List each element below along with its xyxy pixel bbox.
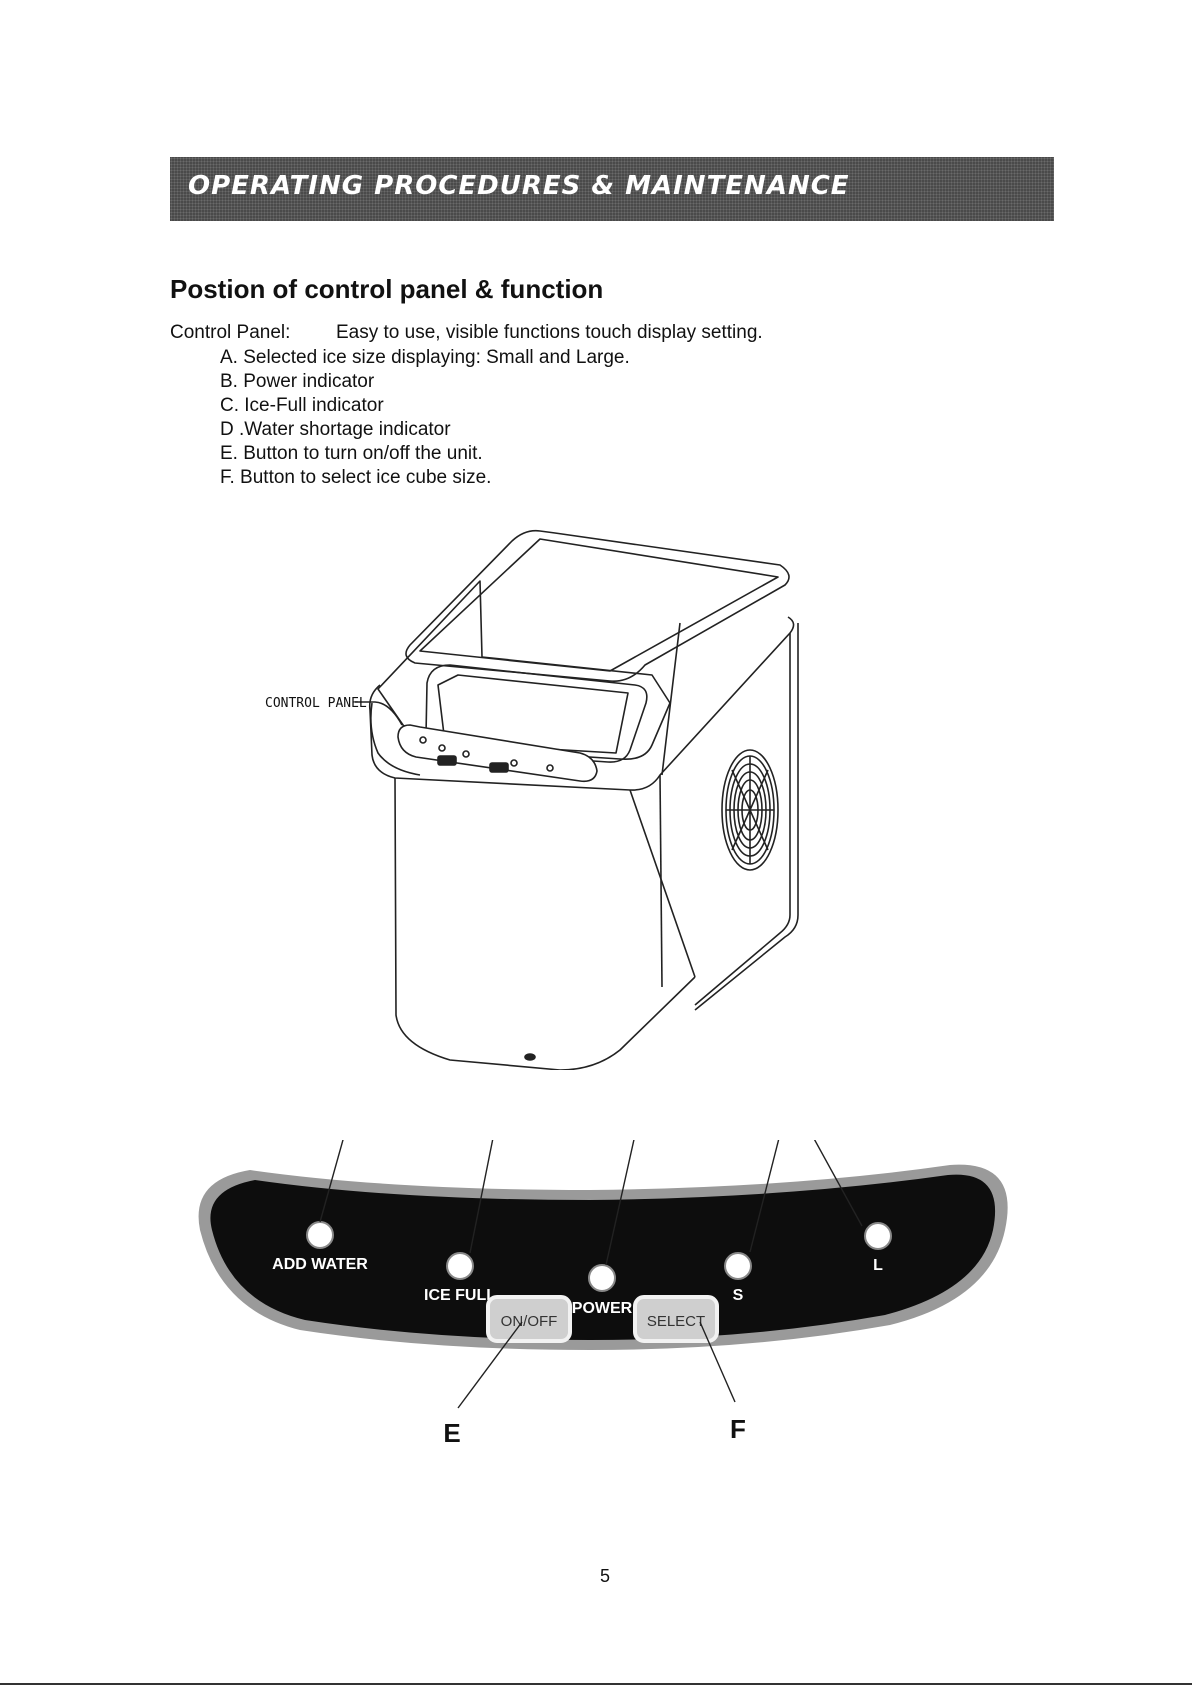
section-heading: Postion of control panel & function [170,274,604,304]
control-panel-diagram: ADD WATER ICE FULL POWER S L ON/OFF SELE… [198,1140,1008,1448]
list-item: D .Water shortage indicator [220,419,451,440]
on-off-label: ON/OFF [501,1313,558,1330]
add-water-light [306,1221,334,1249]
ice-full-light [446,1252,474,1280]
page-number: 5 [600,1566,611,1586]
function-list: A. Selected ice size displaying: Small a… [220,346,630,490]
select-button: SELECT [633,1295,719,1343]
list-item: A. Selected ice size displaying: Small a… [220,347,630,368]
small-size-label: S [733,1287,744,1304]
callout-e: E [443,1418,460,1448]
callout-f: F [730,1414,746,1444]
intro-text: Easy to use, visible functions touch dis… [336,322,763,343]
add-water-label: ADD WATER [272,1256,368,1273]
bottom-rule [0,1683,1192,1685]
list-item: F. Button to select ice cube size. [220,467,492,488]
intro-line: Control Panel: Easy to use, visible funct… [170,322,763,344]
list-item: B. Power indicator [220,371,375,392]
ice-full-label: ICE FULL [424,1287,496,1304]
large-size-light [864,1222,892,1250]
large-size-label: L [873,1257,883,1274]
small-size-light [724,1252,752,1280]
on-off-button: ON/OFF [486,1295,572,1343]
intro-label: Control Panel: [170,322,291,343]
power-light [588,1264,616,1292]
control-panel-callout: CONTROL PANEL [265,696,367,711]
list-item: E. Button to turn on/off the unit. [220,443,483,464]
ice-maker-illustration: CONTROL PANEL [265,529,799,1070]
banner-title: OPERATING PROCEDURES & MAINTENANCE [188,171,850,201]
section-banner: OPERATING PROCEDURES & MAINTENANCE [170,157,1054,221]
select-label: SELECT [647,1313,705,1330]
list-item: C. Ice-Full indicator [220,395,384,416]
power-label: POWER [572,1300,633,1317]
